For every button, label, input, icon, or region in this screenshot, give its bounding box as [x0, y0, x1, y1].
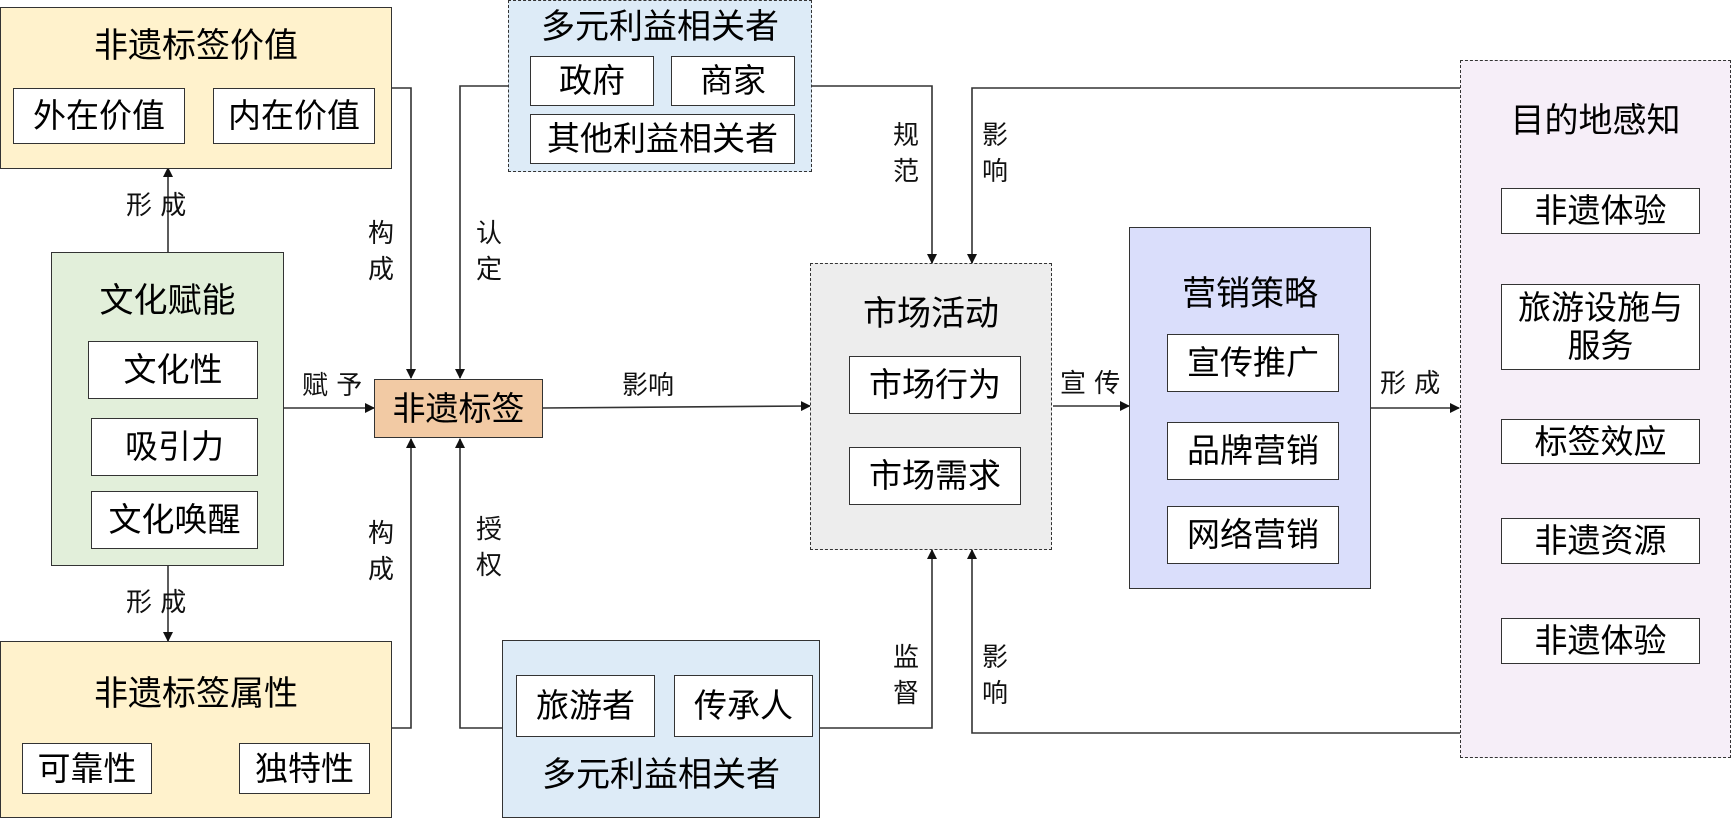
cultural-box-title: 文化赋能	[99, 281, 236, 321]
label-compose-top: 构成	[367, 219, 394, 285]
marketing-item-promotion: 宣传推广	[1167, 334, 1339, 392]
value-item-external: 外在价值	[13, 88, 185, 144]
cultural-item-attraction: 吸引力	[91, 418, 258, 476]
stakeholder-government: 政府	[530, 56, 654, 106]
label-compose-bottom: 构成	[367, 519, 394, 585]
attribute-box-title: 非遗标签属性	[94, 674, 298, 714]
destination-item-label-effect: 标签效应	[1501, 419, 1700, 464]
stakeholders-top-title: 多元利益相关者	[541, 7, 779, 47]
label-publicize: 宣 传	[1060, 369, 1121, 399]
destination-item-facilities: 旅游设施与服务	[1501, 284, 1700, 370]
label-form-right: 形 成	[1380, 369, 1441, 399]
arrow-recognize	[455, 85, 508, 379]
arrow-regulate	[812, 85, 937, 264]
cultural-item-awakening: 文化唤醒	[91, 491, 258, 549]
arrow-authorize	[455, 438, 502, 729]
market-item-demand: 市场需求	[849, 447, 1021, 505]
destination-item-experience-bottom: 非遗体验	[1501, 618, 1700, 664]
label-influence-bottom: 影响	[981, 643, 1008, 709]
marketing-item-brand: 品牌营销	[1167, 422, 1339, 480]
stakeholder-others: 其他利益相关者	[530, 114, 795, 164]
market-item-behavior: 市场行为	[849, 356, 1021, 414]
label-influence-center: 影响	[622, 371, 675, 401]
stakeholder-inheritor: 传承人	[674, 675, 813, 737]
label-recognize: 认定	[475, 219, 502, 285]
stakeholders-bottom-title: 多元利益相关者	[542, 755, 780, 795]
attribute-item-reliability: 可靠性	[22, 743, 152, 794]
market-box: 市场活动 市场行为 市场需求	[810, 263, 1052, 550]
label-authorize: 授权	[475, 515, 502, 581]
destination-item-experience-top: 非遗体验	[1501, 188, 1700, 234]
label-regulate: 规范	[892, 121, 919, 187]
stakeholders-bottom-box: 旅游者 传承人 多元利益相关者	[502, 640, 820, 818]
marketing-box: 营销策略 宣传推广 品牌营销 网络营销	[1129, 227, 1371, 589]
arrow-influence-market	[542, 401, 811, 412]
label-form-down: 形 成	[126, 588, 187, 618]
destination-item-resource: 非遗资源	[1501, 518, 1700, 564]
arrow-supervise	[820, 549, 937, 729]
stakeholders-top-box: 多元利益相关者 政府 商家 其他利益相关者	[508, 0, 812, 172]
market-box-title: 市场活动	[863, 294, 999, 334]
cultural-box: 文化赋能 文化性 吸引力 文化唤醒	[51, 252, 284, 566]
arrow-value-compose	[391, 87, 416, 379]
label-supervise: 监督	[892, 643, 919, 709]
cultural-item-culturality: 文化性	[88, 341, 258, 399]
arrow-influence-bottom	[967, 549, 1460, 734]
value-box-title: 非遗标签价值	[94, 26, 298, 66]
marketing-item-online: 网络营销	[1167, 506, 1339, 564]
label-form-up: 形 成	[126, 191, 187, 221]
attribute-box: 非遗标签属性 可靠性 独特性	[0, 641, 392, 818]
value-item-internal: 内在价值	[213, 88, 375, 144]
stakeholder-merchant: 商家	[671, 56, 795, 106]
value-box: 非遗标签价值 外在价值 内在价值	[0, 7, 392, 169]
stakeholder-tourist: 旅游者	[516, 675, 655, 737]
marketing-box-title: 营销策略	[1182, 274, 1318, 314]
destination-box: 目的地感知 非遗体验 旅游设施与服务 标签效应 非遗资源 非遗体验	[1460, 60, 1731, 758]
ich-label-node: 非遗标签	[374, 379, 543, 438]
arrow-attribute-compose	[391, 438, 416, 729]
attribute-item-uniqueness: 独特性	[239, 743, 370, 794]
arrow-influence-top	[967, 87, 1460, 264]
label-influence-top: 影响	[981, 121, 1008, 187]
label-endow: 赋 予	[302, 371, 363, 401]
destination-box-title: 目的地感知	[1510, 101, 1681, 141]
